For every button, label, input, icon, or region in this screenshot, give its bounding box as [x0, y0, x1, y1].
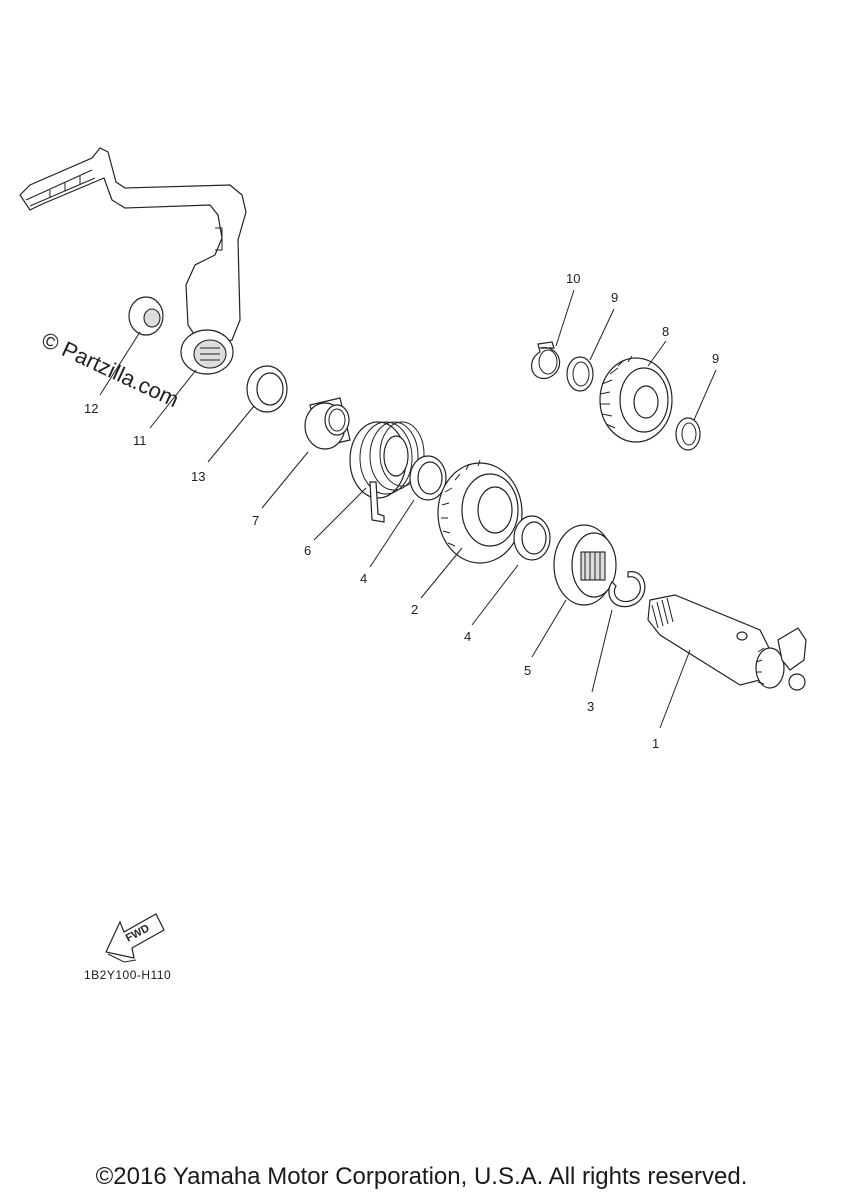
- circlip-part[interactable]: [608, 571, 646, 608]
- callout-10: 10: [566, 271, 580, 286]
- diagram-code: 1B2Y100-H110: [84, 968, 172, 982]
- callout-3: 3: [587, 699, 594, 714]
- callout-4-lower: 4: [464, 629, 471, 644]
- thrust-washer-part[interactable]: [566, 356, 594, 392]
- fwd-arrow-icon: FWD: [105, 913, 165, 963]
- callout-labels: 12 11 13 7 6 4 2 4 5 3 1 10 9 8 9: [84, 271, 719, 751]
- kick-shaft-part[interactable]: [647, 594, 807, 691]
- callout-1: 1: [652, 736, 659, 751]
- leader-lines: [99, 289, 717, 729]
- callout-11: 11: [133, 433, 147, 448]
- idler-gear-part[interactable]: [599, 355, 673, 443]
- oil-seal-part[interactable]: [246, 365, 288, 413]
- callout-13: 13: [191, 469, 205, 484]
- callout-8: 8: [662, 324, 669, 339]
- collar-part[interactable]: [304, 397, 351, 450]
- torsion-spring-part[interactable]: [349, 421, 425, 523]
- thrust-washer-part-lower[interactable]: [675, 417, 701, 451]
- callout-4-upper: 4: [360, 571, 367, 586]
- callout-12: 12: [84, 401, 98, 416]
- ratchet-part[interactable]: [553, 524, 617, 606]
- callout-9-lower: 9: [712, 351, 719, 366]
- kick-gear-part[interactable]: [437, 459, 523, 564]
- callout-9-upper: 9: [611, 290, 618, 305]
- callout-7: 7: [252, 513, 259, 528]
- kick-lever-part[interactable]: [19, 147, 247, 375]
- copyright-notice: ©2016 Yamaha Motor Corporation, U.S.A. A…: [95, 1163, 748, 1190]
- callout-5: 5: [524, 663, 531, 678]
- watermark-text: © Partzilla.com: [38, 327, 183, 412]
- washer-part-lower[interactable]: [513, 515, 551, 561]
- callout-2: 2: [411, 602, 418, 617]
- small-circlip-part[interactable]: [531, 341, 561, 379]
- washer-part[interactable]: [409, 455, 447, 501]
- callout-6: 6: [304, 543, 311, 558]
- nut-part[interactable]: [128, 296, 164, 336]
